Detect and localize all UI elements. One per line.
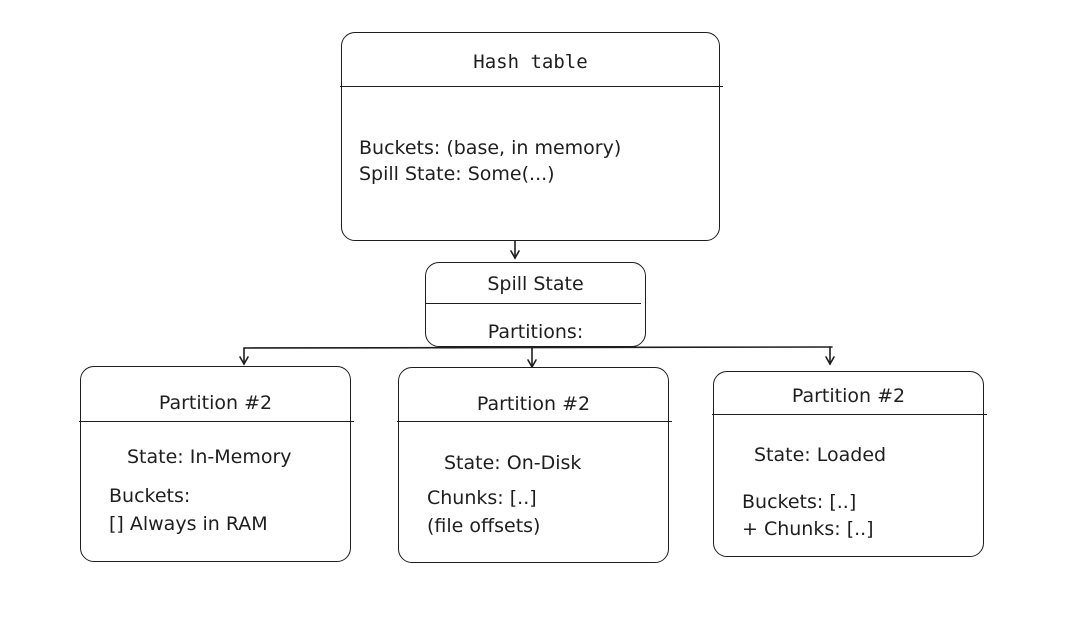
partition-box-on-disk: Partition #2 State: On-Disk Chunks: [..]… — [397, 367, 672, 563]
partition-line-2: (file offsets) — [427, 515, 541, 537]
partition-state: State: In-Memory — [127, 446, 292, 468]
partition-title: Partition #2 — [791, 385, 906, 407]
partition-line-2: + Chunks: [..] — [742, 518, 874, 540]
spill-state-partitions: Partitions: — [487, 321, 584, 343]
partition-title: Partition #2 — [158, 392, 273, 414]
hash-table-spill-state: Spill State: Some(...) — [359, 163, 555, 185]
hash-table-buckets: Buckets: (base, in memory) — [359, 137, 622, 159]
partition-line-1: Buckets: — [109, 485, 191, 507]
spill-state-box: Spill State Partitions: — [425, 262, 646, 347]
hash-table-title: Hash table — [473, 51, 588, 73]
spill-state-title: Spill State — [487, 273, 584, 295]
partition-divider — [397, 421, 672, 422]
spill-state-divider — [425, 303, 641, 304]
partition-line-1: Chunks: [..] — [427, 487, 537, 509]
partition-line-2: [] Always in RAM — [109, 513, 268, 535]
partition-box-loaded: Partition #2 State: Loaded Buckets: [..]… — [712, 371, 987, 557]
partition-line-1: Buckets: [..] — [742, 491, 857, 513]
partition-state: State: Loaded — [754, 444, 887, 466]
partition-divider — [79, 421, 354, 422]
partition-divider — [712, 414, 987, 415]
partition-title: Partition #2 — [476, 393, 591, 415]
hash-table-box: Hash table Buckets: (base, in memory) Sp… — [340, 32, 723, 241]
hash-table-divider — [340, 86, 723, 87]
partition-state: State: On-Disk — [444, 452, 582, 474]
partition-box-in-memory: Partition #2 State: In-Memory Buckets: [… — [79, 366, 354, 562]
